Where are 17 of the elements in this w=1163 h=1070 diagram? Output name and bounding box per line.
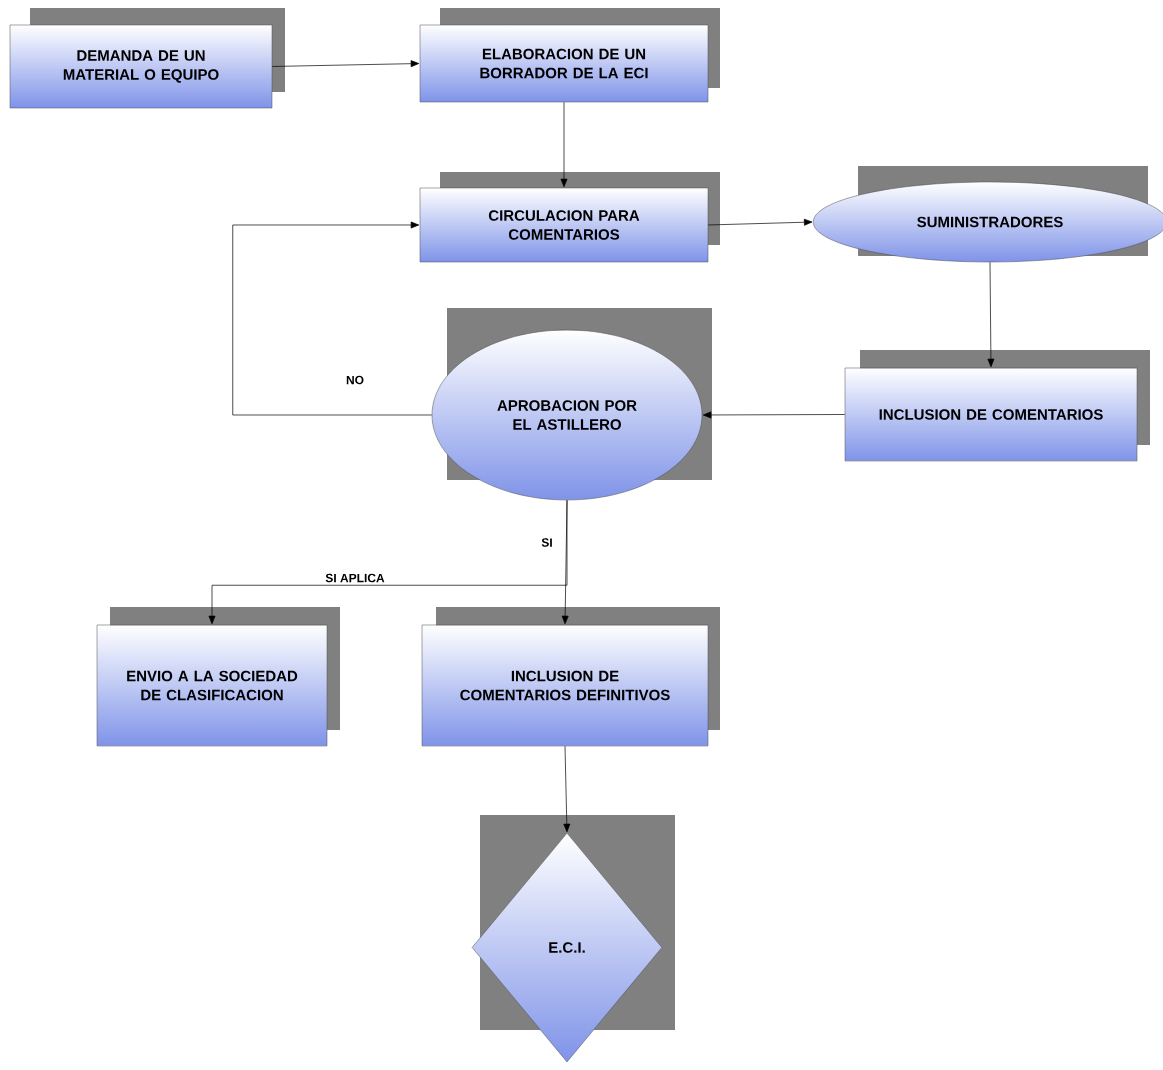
arrow bbox=[563, 745, 571, 833]
edge-label: SI APLICA bbox=[324, 572, 386, 584]
process-box: CIRCULACION PARA COMENTARIOS bbox=[419, 172, 720, 263]
arrow bbox=[271, 60, 420, 68]
process-box: DEMANDA DE UN MATERIAL O EQUIPO bbox=[9, 8, 285, 109]
arrow bbox=[707, 218, 813, 226]
edge-label: SI bbox=[540, 537, 554, 548]
arrow bbox=[702, 411, 846, 419]
process-box: ENVIO A LA SOCIEDAD DE CLASIFICACION bbox=[96, 607, 340, 747]
process-box: INCLUSION DE COMENTARIOS DEFINITIVOS bbox=[421, 607, 720, 747]
arrow bbox=[987, 261, 995, 368]
arrow bbox=[560, 101, 568, 188]
process-box: ELABORACION DE UN BORRADOR DE LA ECI bbox=[419, 8, 720, 103]
edge-label: NO bbox=[345, 374, 365, 386]
arrow bbox=[232, 221, 433, 416]
arrow bbox=[208, 499, 568, 625]
process-box: INCLUSION DE COMENTARIOS bbox=[844, 350, 1150, 462]
